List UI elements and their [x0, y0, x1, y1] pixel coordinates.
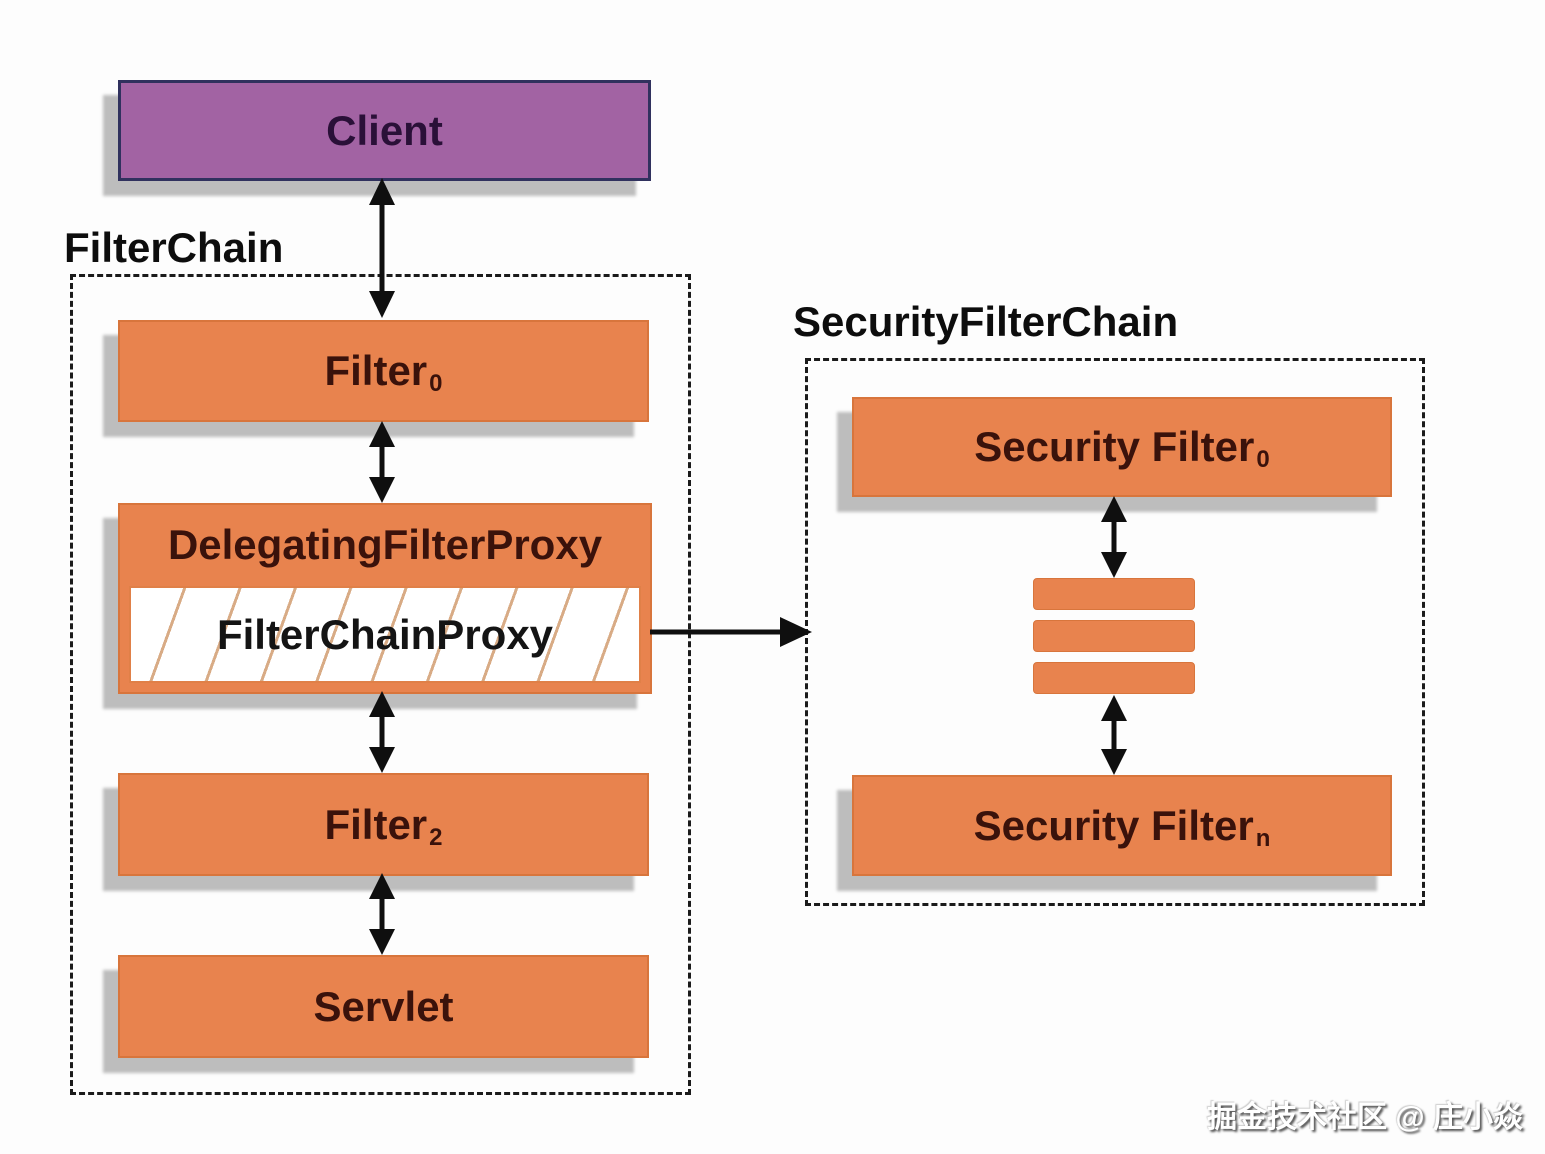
filter2-subscript: 2	[429, 823, 443, 851]
client-label: Client	[326, 106, 443, 154]
filter0-subscript: 0	[429, 370, 443, 398]
watermark: 掘金技术社区 @ 庄小焱	[1207, 1101, 1523, 1134]
servlet-label: Servlet	[313, 982, 454, 1030]
arrow-fcp-securityfilterchain-icon	[650, 617, 812, 647]
delegating-filter-proxy-label: DelegatingFilterProxy	[167, 521, 603, 568]
filter-chain-proxy-label: FilterChainProxy	[216, 610, 554, 658]
filterchain-title: FilterChain	[64, 224, 284, 271]
security-filtern-label: Security Filter	[973, 801, 1254, 849]
security-filter0-subscript: 0	[1256, 446, 1270, 474]
filter-chain-proxy-box: FilterChainProxy	[129, 586, 641, 683]
arrow-secfilter0-ellipsis-icon	[1101, 496, 1127, 578]
filter0-label: Filter	[324, 347, 428, 394]
security-filter0-label: Security Filter	[974, 423, 1255, 470]
arrow-filter2-servlet-icon	[369, 873, 395, 955]
ellipsis-bar-icon	[1033, 578, 1195, 610]
servlet-box: Servlet	[118, 955, 649, 1058]
security-filtern-subscript: n	[1255, 824, 1271, 852]
securityfilterchain-title: SecurityFilterChain	[793, 298, 1179, 345]
ellipsis-bar-icon	[1033, 662, 1195, 694]
client-box: Client	[118, 80, 651, 181]
arrow-client-filter0-icon	[369, 178, 395, 318]
arrow-ellipsis-secfiltern-icon	[1101, 695, 1127, 775]
delegating-filter-proxy-box: DelegatingFilterProxy FilterChainProxy	[118, 503, 652, 694]
arrow-filter0-dfp-icon	[369, 421, 395, 503]
arrow-fcp-filter2-icon	[369, 691, 395, 773]
filter2-label: Filter	[324, 800, 428, 848]
ellipsis-bar-icon	[1033, 620, 1195, 652]
